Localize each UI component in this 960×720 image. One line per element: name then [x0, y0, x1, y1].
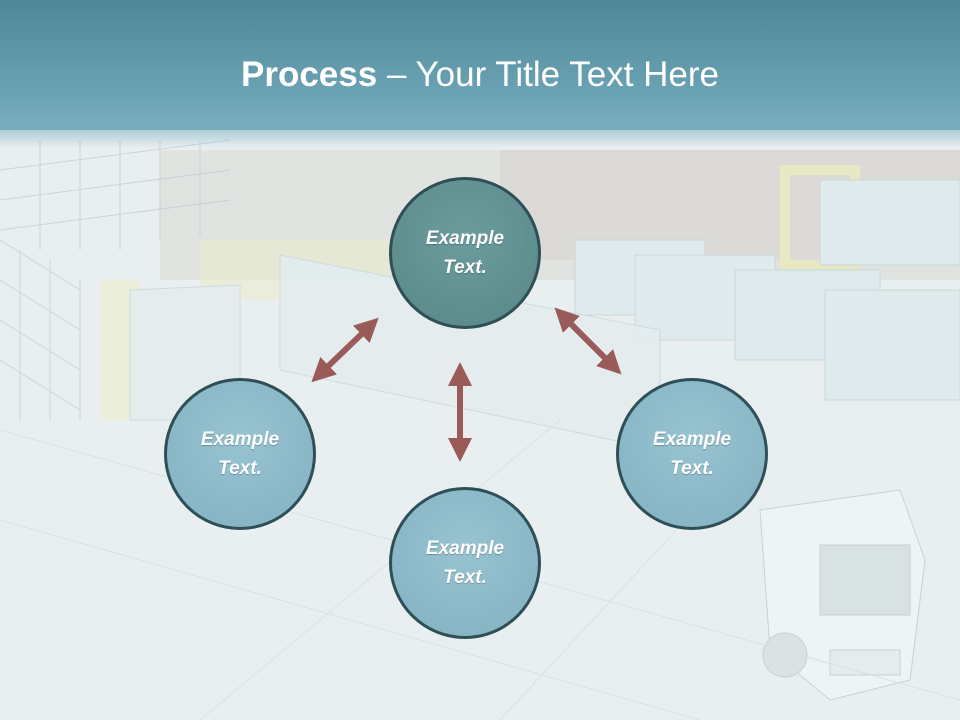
title-bar: [0, 0, 960, 130]
title-rest: – Your Title Text Here: [377, 55, 719, 94]
node-top-label: Example Text.: [425, 228, 505, 278]
node-top: Example Text.: [389, 177, 541, 329]
title-bold: Process: [241, 55, 378, 94]
node-right: Example Text.: [616, 378, 768, 530]
node-bottom: Example Text.: [389, 487, 541, 639]
node-left-label: Example Text.: [200, 429, 280, 479]
node-left: Example Text.: [164, 378, 316, 530]
node-bottom-label: Example Text.: [425, 538, 505, 588]
node-right-label: Example Text.: [652, 429, 732, 479]
slide-title: Process – Your Title Text Here: [0, 52, 960, 98]
title-bar-fade: [0, 118, 960, 148]
